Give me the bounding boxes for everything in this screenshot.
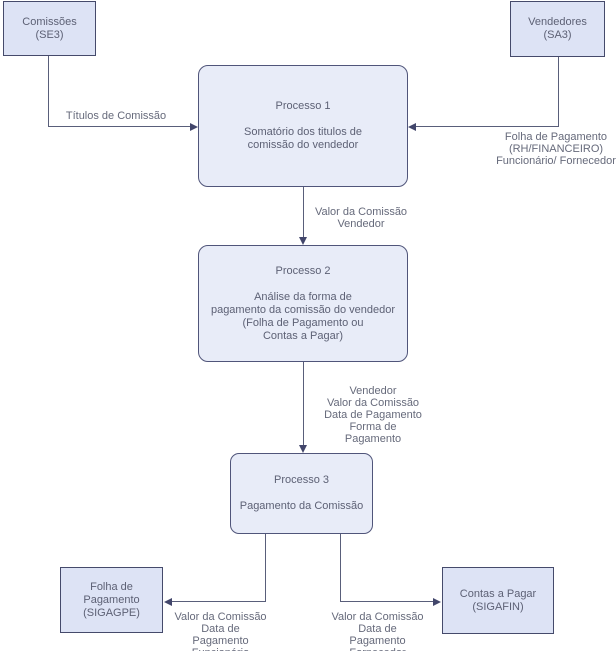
- process-3-box: Processo 3 Pagamento da Comissão: [230, 453, 373, 534]
- entity-folha-pagamento-box: Folha de Pagamento (SIGAGPE): [60, 567, 163, 633]
- arrowhead-into-contas-icon: [433, 598, 441, 606]
- arrowhead-into-process3-icon: [299, 445, 307, 453]
- process-1-box: Processo 1 Somatório dos titulos de comi…: [198, 65, 408, 187]
- entity-comissoes-box: Comissões (SE3): [3, 1, 96, 56]
- entity-contas-a-pagar-label: Contas a Pagar (SIGAFIN): [459, 587, 537, 613]
- arrowhead-into-process1-left-icon: [190, 123, 198, 131]
- connector-vendedores-vertical: [558, 57, 559, 126]
- connector-p1-p2: [303, 187, 304, 237]
- process-3-body: Pagamento da Comissão: [239, 500, 364, 512]
- flow-label-titulos-comissao: Títulos de Comissão: [65, 110, 167, 122]
- process-1-body: Somatório dos titulos de comissão do ven…: [243, 126, 362, 151]
- entity-folha-pagamento-label: Folha de Pagamento (SIGAGPE): [83, 580, 140, 619]
- flow-label-valor-comissao-vendedor: Valor da Comissão Vendedor: [314, 206, 408, 230]
- entity-comissoes-label: Comissões (SE3): [22, 15, 77, 41]
- connector-p2-p3: [303, 362, 304, 445]
- entity-vendedores-box: Vendedores (SA3): [510, 1, 605, 57]
- connector-p3-contas-vertical: [340, 534, 341, 602]
- connector-vendedores-horizontal: [416, 126, 559, 127]
- process-2-body: Análise da forma de pagamento da comissã…: [210, 290, 396, 342]
- flow-label-folha-rh: Folha de Pagamento (RH/FINANCEIRO) Funci…: [496, 131, 616, 167]
- process-2-box: Processo 2 Análise da forma de pagamento…: [198, 245, 408, 362]
- flow-label-funcionario: Valor da Comissão Data de Pagamento Func…: [174, 611, 267, 651]
- flow-label-fornecedor: Valor da Comissão Data de Pagamento Forn…: [331, 611, 424, 651]
- flow-label-vendedor-detalhes: Vendedor Valor da Comissão Data de Pagam…: [324, 385, 422, 445]
- connector-p3-folha-horizontal: [172, 601, 266, 602]
- connector-p3-contas-horizontal: [340, 601, 434, 602]
- connector-p3-folha-vertical: [265, 534, 266, 602]
- process-1-title: Processo 1: [275, 100, 331, 112]
- connector-comissoes-horizontal: [48, 126, 190, 127]
- arrowhead-into-folha-icon: [164, 598, 172, 606]
- process-3-title: Processo 3: [273, 474, 330, 486]
- arrowhead-into-process2-icon: [299, 237, 307, 245]
- process-2-title: Processo 2: [275, 264, 331, 277]
- entity-contas-a-pagar-box: Contas a Pagar (SIGAFIN): [442, 567, 554, 634]
- arrowhead-into-process1-right-icon: [408, 123, 416, 131]
- entity-vendedores-label: Vendedores (SA3): [528, 16, 587, 41]
- connector-comissoes-vertical: [48, 56, 49, 126]
